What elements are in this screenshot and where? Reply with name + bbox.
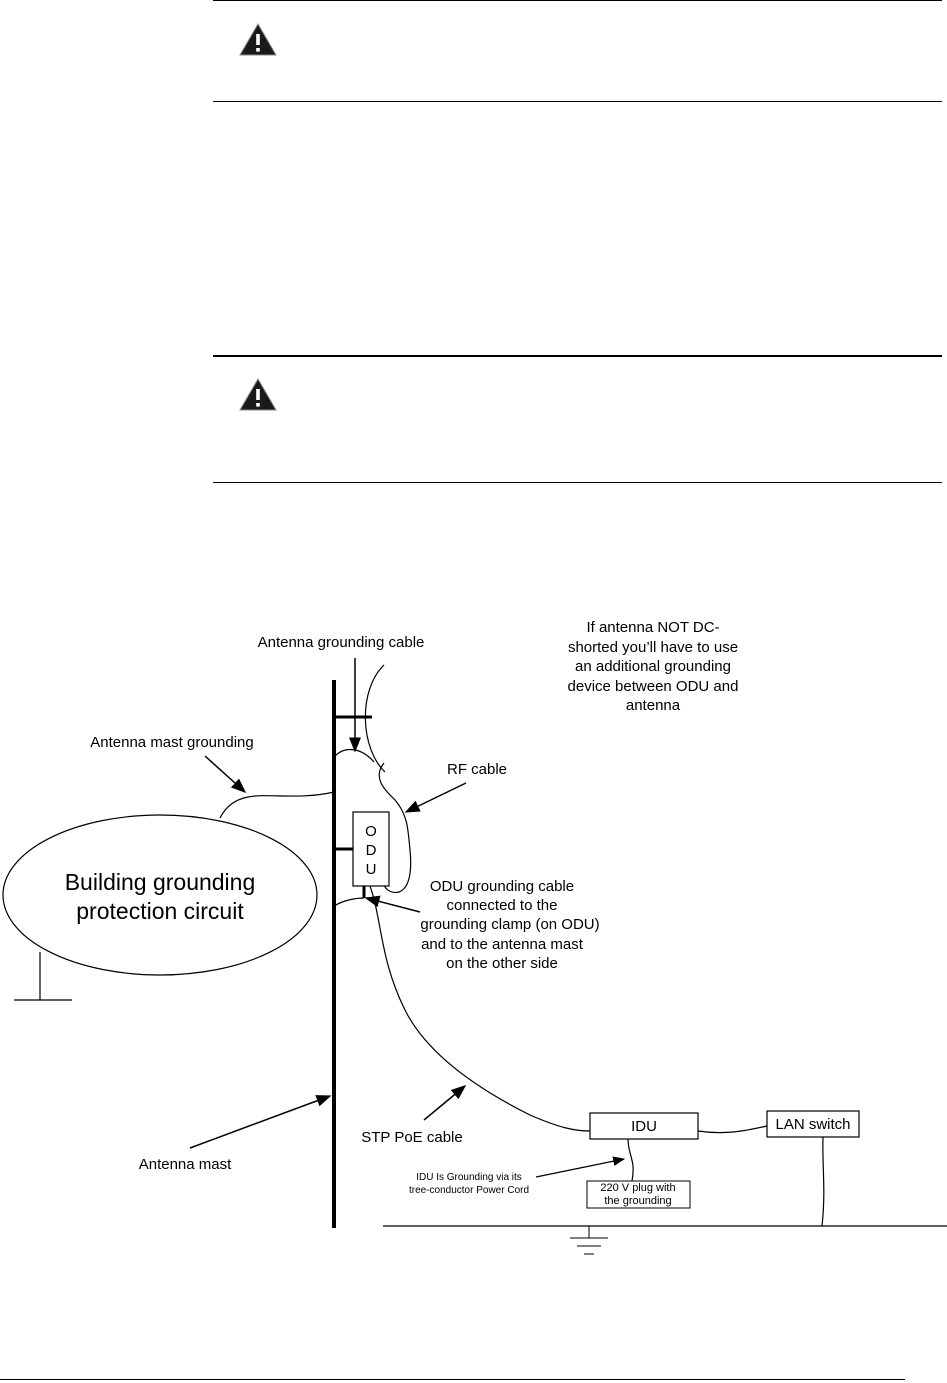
idu-power-cord [627, 1138, 634, 1182]
idu-label: IDU [631, 1118, 657, 1135]
building-circuit-label: Building grounding protection circuit [65, 869, 256, 924]
mast-grounding-wire [219, 791, 335, 819]
plug-label-line: the grounding [604, 1195, 671, 1207]
antenna-mast-grounding-label: Antenna mast grounding [90, 734, 253, 751]
plug-box [586, 1180, 691, 1209]
odu-grounding-note-line: connected to the [447, 897, 558, 914]
antenna-note-line: antenna [626, 697, 681, 714]
antenna-grounding-cable-label: Antenna grounding cable [258, 634, 425, 651]
mast-grounding-arrow [204, 755, 247, 794]
antenna-note-line: device between ODU and [568, 678, 739, 695]
antenna-note-line: If antenna NOT DC- [586, 619, 719, 636]
antenna-mast-arrow [189, 1095, 332, 1149]
idu-grounding-note-line: IDU Is Grounding via its [416, 1172, 522, 1183]
idu-box [589, 1112, 699, 1140]
odu-grounding-arrow [364, 895, 421, 913]
top-rule-1 [213, 0, 942, 1]
second-box-top-rule [213, 355, 942, 357]
antenna-mast-label: Antenna mast [139, 1156, 232, 1173]
rf-cable-label: RF cable [447, 761, 507, 778]
top-rule-2 [213, 101, 942, 102]
building-circuit-line: Building grounding [65, 869, 256, 895]
antenna-note: If antenna NOT DC- shorted you’ll have t… [568, 619, 739, 714]
odu-grounding-note-line: ODU grounding cable [430, 878, 574, 895]
idu-grounding-note: IDU Is Grounding via its tree-conductor … [409, 1172, 529, 1196]
plug-label-line: 220 V plug with [600, 1182, 675, 1194]
odu-grounding-note-line: on the other side [446, 955, 558, 972]
antenna-dish [364, 664, 386, 773]
warning-icon [239, 378, 277, 411]
warning-icon [239, 23, 277, 56]
antenna-grounding-wire [333, 749, 375, 763]
odu-label: O D U [365, 823, 377, 878]
stp-poe-arrow [423, 1085, 467, 1121]
odu-grounding-wire [333, 897, 365, 907]
odu-box [352, 811, 390, 887]
second-box-bottom-rule [213, 482, 942, 483]
antenna-note-line: an additional grounding [575, 658, 731, 675]
odu-grounding-note-line: grounding clamp (on ODU) [420, 916, 599, 933]
idu-lan-cable [697, 1125, 768, 1134]
lan-switch-label: LAN switch [775, 1116, 850, 1133]
odu-grounding-note: ODU grounding cable connected to the gro… [420, 878, 599, 972]
rf-cable [378, 762, 412, 894]
odu-letter: D [366, 842, 377, 859]
lan-switch-ground-wire [821, 1136, 825, 1227]
odu-letter: U [366, 861, 377, 878]
odu-letter: O [365, 823, 377, 840]
building-circuit-ellipse [2, 814, 318, 976]
building-circuit-line: protection circuit [76, 898, 244, 924]
idu-grounding-note-line: tree-conductor Power Cord [409, 1185, 529, 1196]
idu-grounding-arrow [535, 1156, 626, 1178]
lan-switch-box [766, 1110, 860, 1138]
stp-poe-cable-label: STP PoE cable [361, 1129, 462, 1146]
plug-label: 220 V plug with the grounding [600, 1182, 675, 1207]
odu-grounding-note-line: and to the antenna mast [421, 936, 584, 953]
footer-rule [0, 1379, 905, 1380]
stp-poe-cable [369, 885, 591, 1132]
rf-cable-arrow [404, 782, 467, 813]
antenna-note-line: shorted you’ll have to use [568, 639, 738, 656]
